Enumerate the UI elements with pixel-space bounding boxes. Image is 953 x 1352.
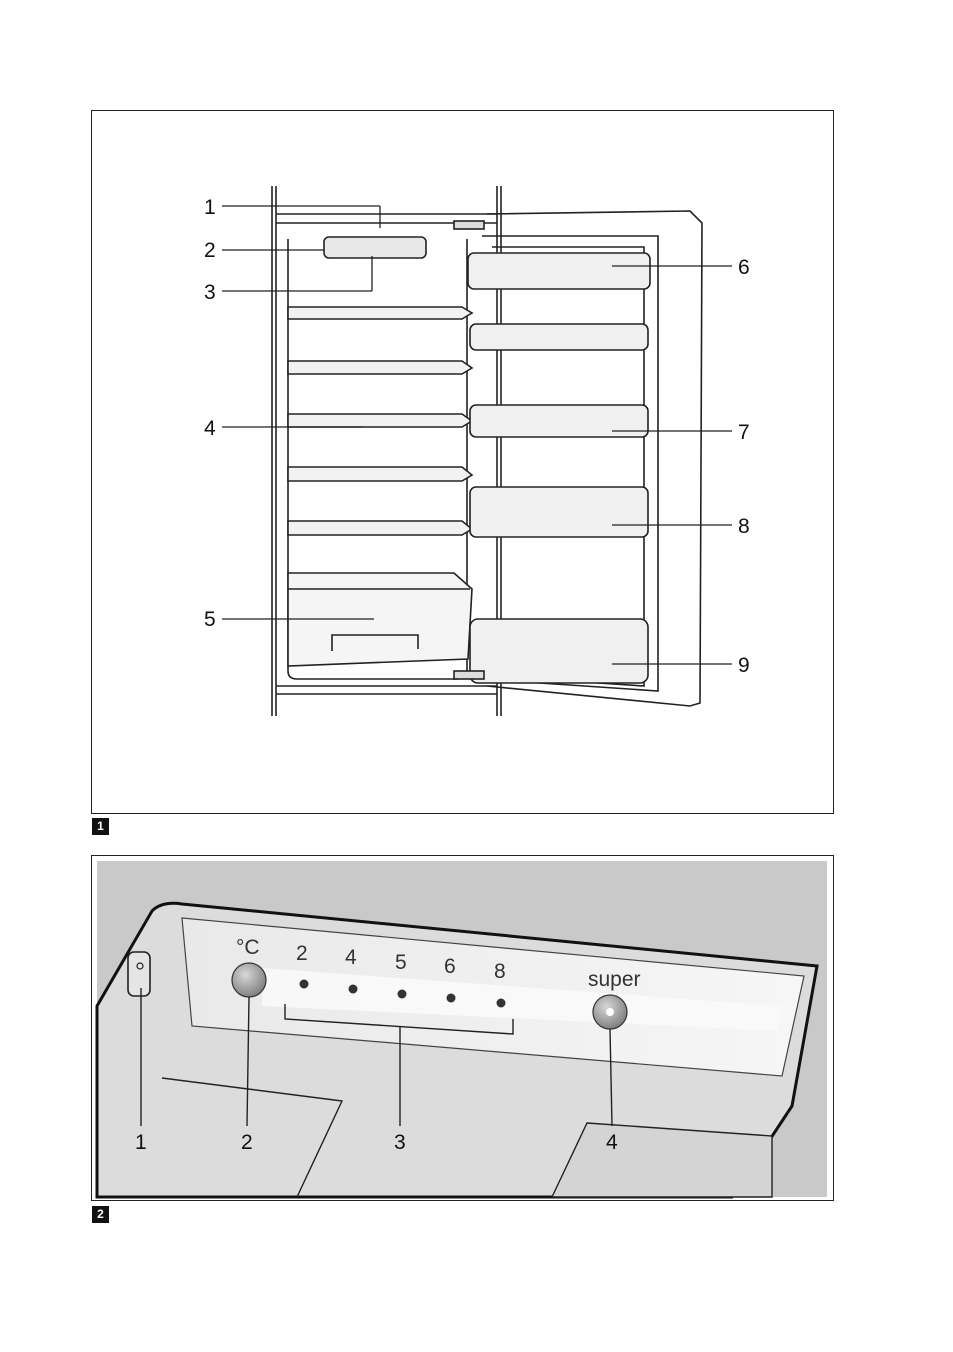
callout-9: 9 — [738, 654, 750, 677]
setting-label-2: 2 — [296, 942, 308, 965]
callout-8: 8 — [738, 515, 750, 538]
refrigerator-drawing: 1 2 3 4 5 6 7 8 9 — [92, 111, 833, 813]
panel-callout-2: 2 — [241, 1131, 253, 1154]
panel-callout-4: 4 — [606, 1131, 618, 1154]
callout-6: 6 — [738, 256, 750, 279]
callout-3: 3 — [204, 281, 216, 304]
figure-1-refrigerator: 1 2 3 4 5 6 7 8 9 — [91, 110, 834, 814]
panel-callout-3: 3 — [394, 1131, 406, 1154]
figure-2-number: 2 — [92, 1206, 109, 1223]
super-label: super — [588, 968, 641, 991]
setting-label-6: 6 — [444, 955, 456, 978]
callout-7: 7 — [738, 421, 750, 444]
setting-label-5: 5 — [395, 951, 407, 974]
setting-label-4: 4 — [345, 946, 357, 969]
callout-1: 1 — [204, 196, 216, 219]
figure-2-control-panel: °C 2 4 5 6 8 super 1 2 3 4 — [91, 855, 834, 1201]
callout-2: 2 — [204, 239, 216, 262]
figure-1-number: 1 — [92, 818, 109, 835]
callout-4: 4 — [204, 417, 216, 440]
callout-5: 5 — [204, 608, 216, 631]
setting-label-8: 8 — [494, 960, 506, 983]
control-panel-drawing: °C 2 4 5 6 8 super 1 2 3 4 — [92, 856, 833, 1200]
unit-label: °C — [236, 936, 260, 959]
panel-callout-1: 1 — [135, 1131, 147, 1154]
